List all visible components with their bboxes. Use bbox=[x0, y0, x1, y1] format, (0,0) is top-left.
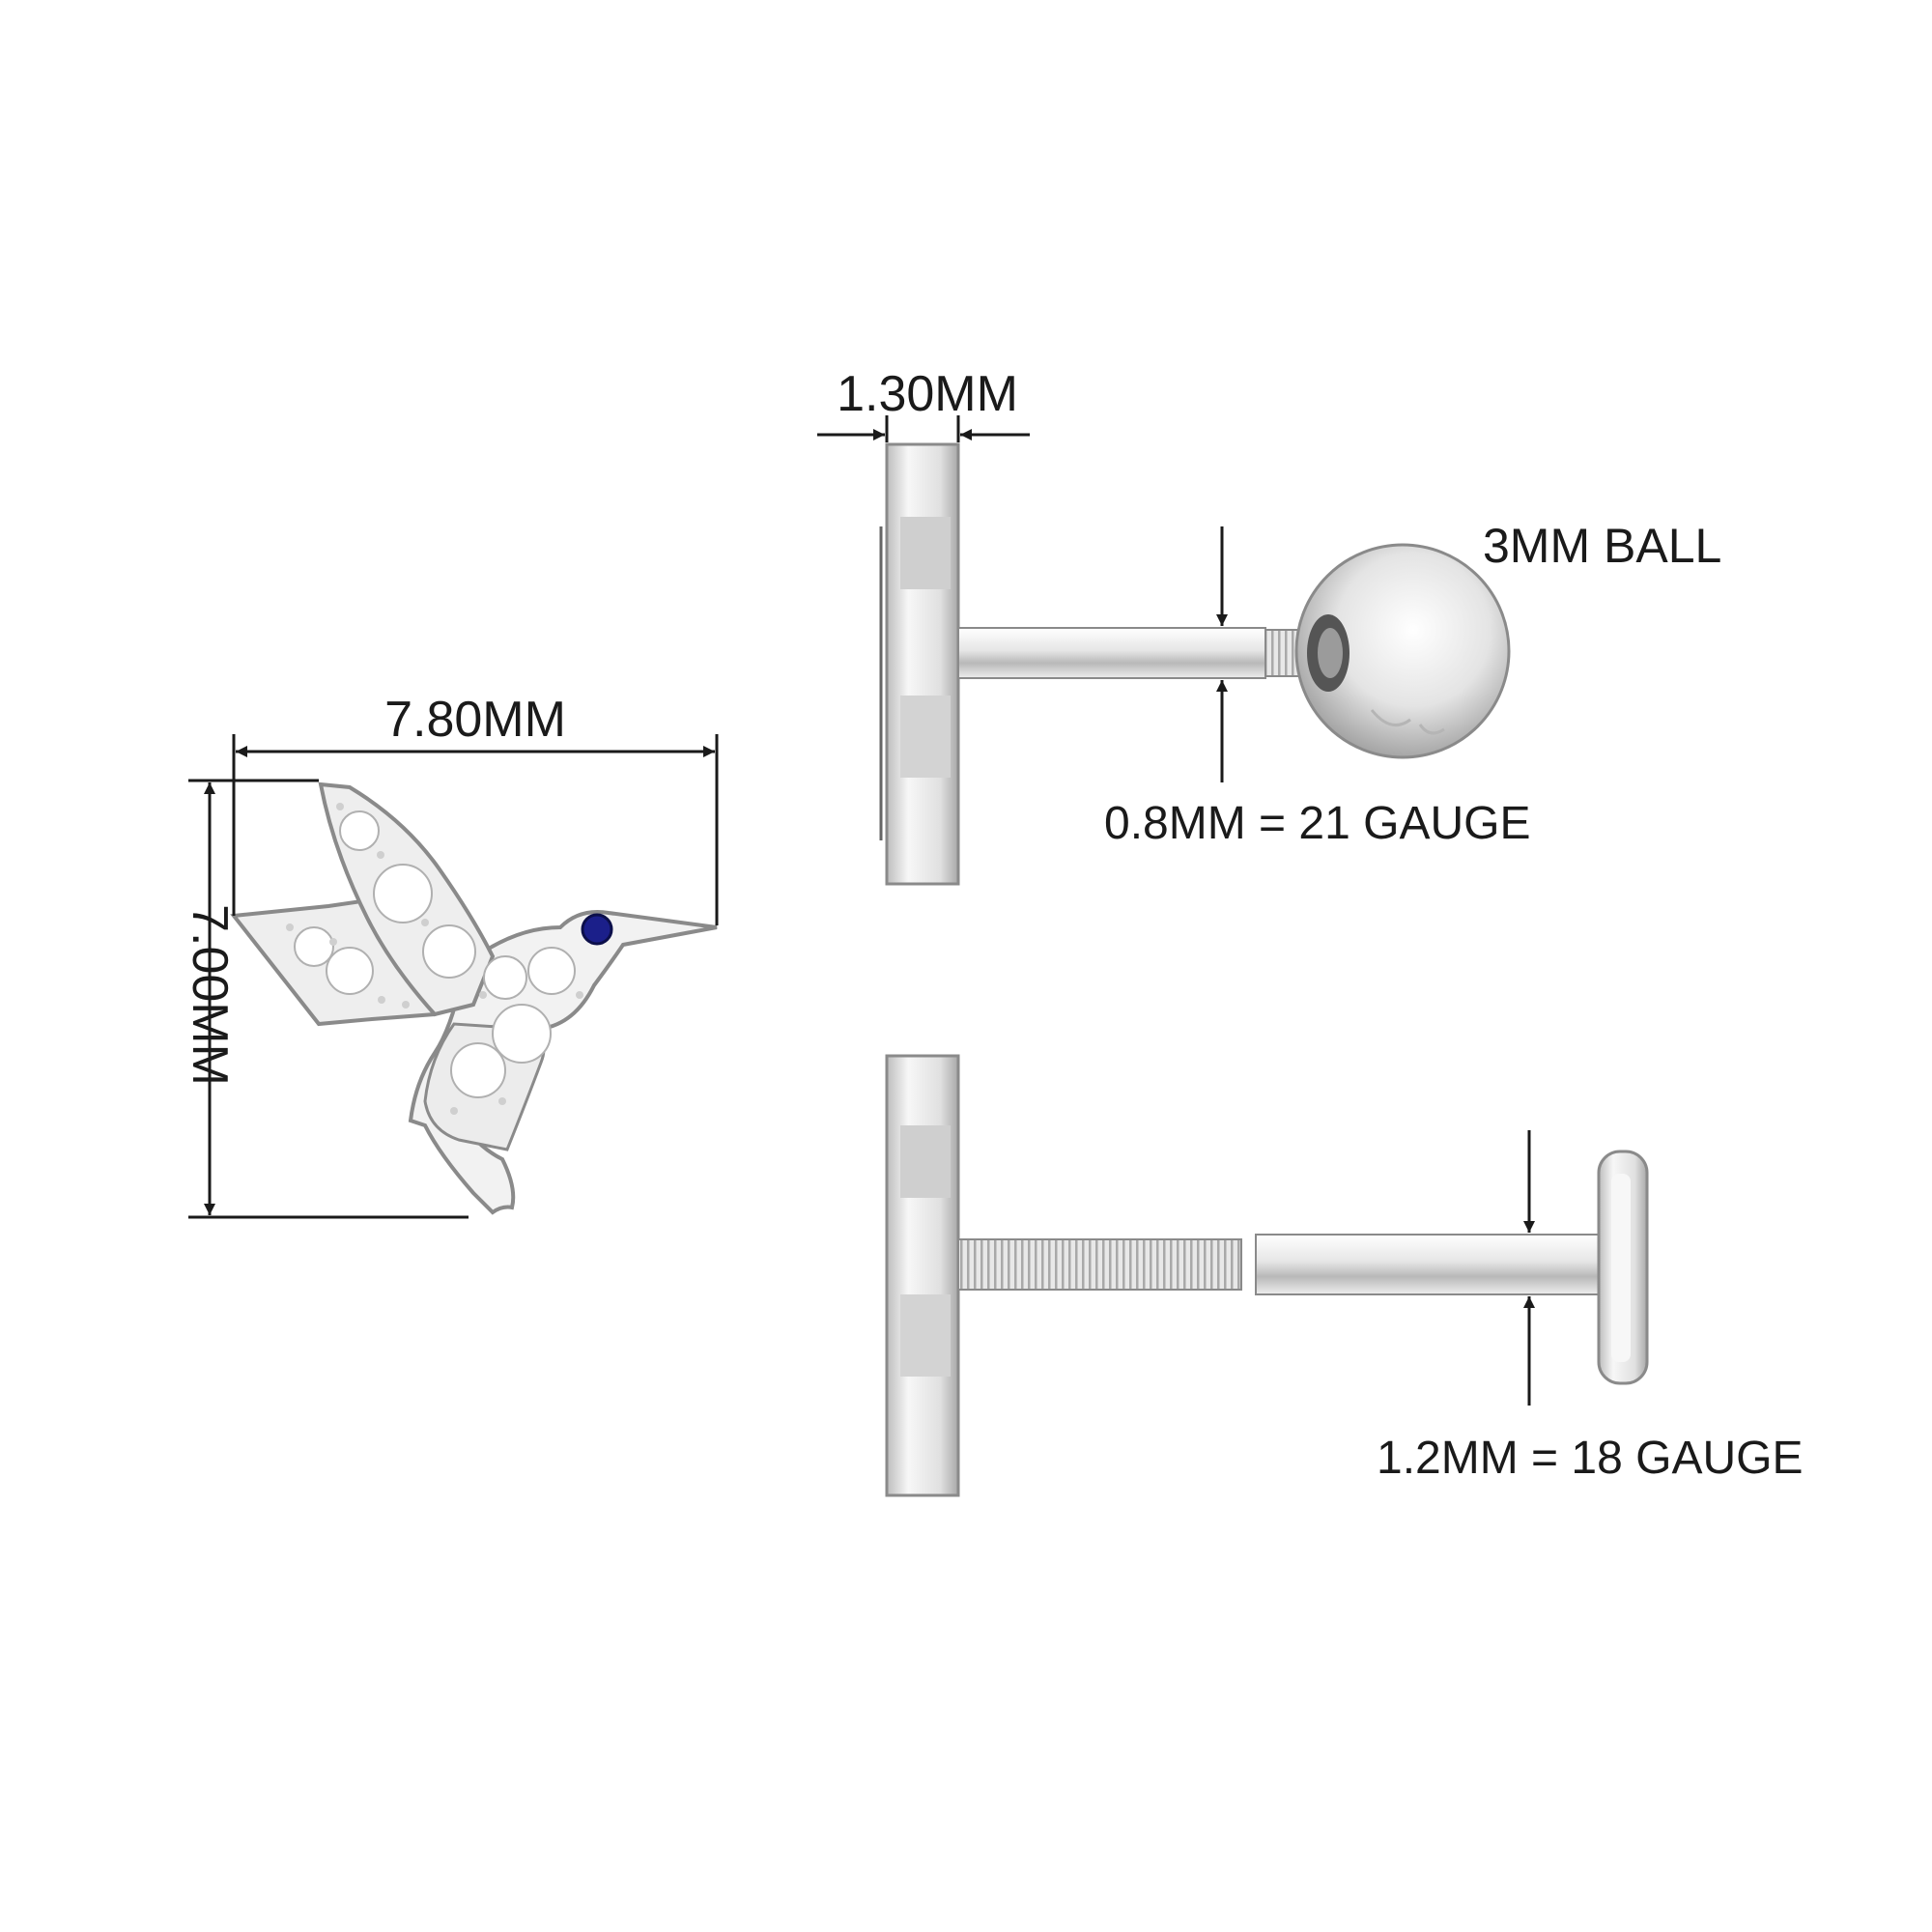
stud-head-profile bbox=[879, 442, 960, 886]
ball bbox=[1294, 543, 1511, 759]
stud-head-profile-2 bbox=[885, 1054, 960, 1497]
ball-label: 3MM BALL bbox=[1483, 519, 1721, 573]
width-label: 7.80MM bbox=[384, 692, 566, 748]
diamond bbox=[527, 947, 576, 995]
ball-back-assembly bbox=[879, 442, 1511, 886]
diamond bbox=[294, 926, 334, 967]
flat-disc bbox=[1597, 1150, 1649, 1385]
hummingbird-stud bbox=[230, 781, 718, 1215]
diamond bbox=[422, 924, 476, 979]
bead-details bbox=[286, 803, 583, 1115]
diamond bbox=[450, 1042, 506, 1098]
post bbox=[957, 627, 1266, 679]
tube-post bbox=[1255, 1234, 1606, 1295]
height-label: 7.00MM bbox=[182, 904, 238, 1086]
diamond bbox=[326, 947, 374, 995]
thickness-label: 1.30MM bbox=[837, 366, 1018, 422]
diamond bbox=[373, 864, 433, 923]
diamond bbox=[492, 1004, 552, 1064]
ball-gauge-label: 0.8MM = 21 GAUGE bbox=[1104, 798, 1531, 849]
thickness-dimension bbox=[817, 415, 1030, 442]
sapphire-eye bbox=[581, 913, 613, 946]
flat-back-assembly bbox=[885, 1054, 1649, 1497]
diamond bbox=[339, 810, 380, 851]
flat-gauge-label: 1.2MM = 18 GAUGE bbox=[1377, 1433, 1804, 1484]
threaded-post bbox=[957, 1238, 1242, 1291]
bird-dimensions bbox=[188, 734, 719, 1219]
diamond bbox=[483, 955, 527, 1000]
pave-diamonds bbox=[294, 810, 576, 1098]
